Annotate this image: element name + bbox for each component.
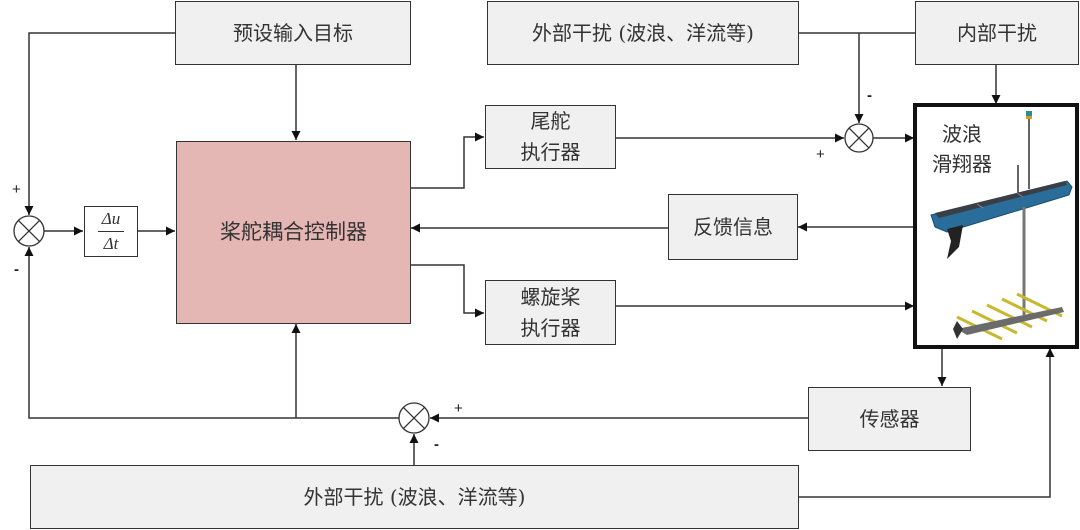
fraction-bar — [98, 231, 124, 232]
internal-disturbance-label: 内部干扰 — [957, 20, 1037, 45]
wave-glider-block: 波浪 滑翔器 — [913, 103, 1079, 349]
propeller-actuator-label-line2: 执行器 — [520, 315, 581, 340]
controller-block: 桨舵耦合控制器 — [176, 141, 411, 324]
feedback-block: 反馈信息 — [668, 194, 798, 260]
external-disturbance-top-label: 外部干扰 (波浪、洋流等) — [532, 20, 754, 45]
summing-junction-left — [13, 215, 45, 247]
line-controller-to-rudder — [410, 132, 484, 189]
external-disturbance-top-block: 外部干扰 (波浪、洋流等) — [487, 1, 799, 65]
derivative-numerator: Δu — [101, 209, 121, 228]
internal-disturbance-block: 内部干扰 — [915, 1, 1079, 65]
line-ext-dist-to-summer — [798, 32, 915, 123]
summing-junction-bottom — [398, 402, 430, 434]
sign-left-summer-bottom: - — [14, 261, 19, 278]
wave-glider-illustration — [930, 111, 1073, 341]
sign-bottom-summer-right: + — [454, 400, 463, 417]
rudder-actuator-block: 尾舵 执行器 — [485, 105, 616, 169]
line-summer-to-left-feedback — [24, 247, 399, 419]
external-disturbance-bottom-block: 外部干扰 (波浪、洋流等) — [30, 465, 799, 529]
preset-target-block: 预设输入目标 — [175, 1, 411, 65]
sensor-label: 传感器 — [859, 406, 920, 431]
sign-top-summer-left: + — [816, 146, 825, 163]
external-disturbance-bottom-label: 外部干扰 (波浪、洋流等) — [303, 484, 526, 509]
line-ext-dist-bottom-to-glider — [798, 348, 1055, 498]
derivative-block: Δu Δt — [84, 206, 138, 257]
controller-label: 桨舵耦合控制器 — [220, 220, 367, 244]
sign-bottom-summer-bottom: - — [434, 436, 439, 453]
line-controller-to-propeller — [410, 264, 484, 318]
summing-junction-top — [844, 123, 874, 153]
preset-target-label: 预设输入目标 — [233, 20, 353, 45]
propeller-actuator-block: 螺旋桨 执行器 — [485, 280, 616, 345]
sensor-block: 传感器 — [808, 387, 971, 451]
wave-glider-label: 波浪 滑翔器 — [931, 119, 993, 179]
sign-top-summer-top: - — [867, 87, 872, 104]
rudder-actuator-label-line2: 执行器 — [520, 140, 581, 164]
rudder-actuator-label-line1: 尾舵 — [530, 109, 571, 133]
feedback-label: 反馈信息 — [693, 214, 773, 239]
sign-left-summer-top: + — [12, 181, 21, 198]
wave-glider-label-line2: 滑翔器 — [932, 152, 992, 176]
propeller-actuator-label-line1: 螺旋桨 — [520, 284, 581, 309]
derivative-denominator: Δt — [103, 234, 119, 253]
line-preset-to-left-summer — [24, 32, 176, 215]
wave-glider-label-line1: 波浪 — [942, 122, 982, 146]
